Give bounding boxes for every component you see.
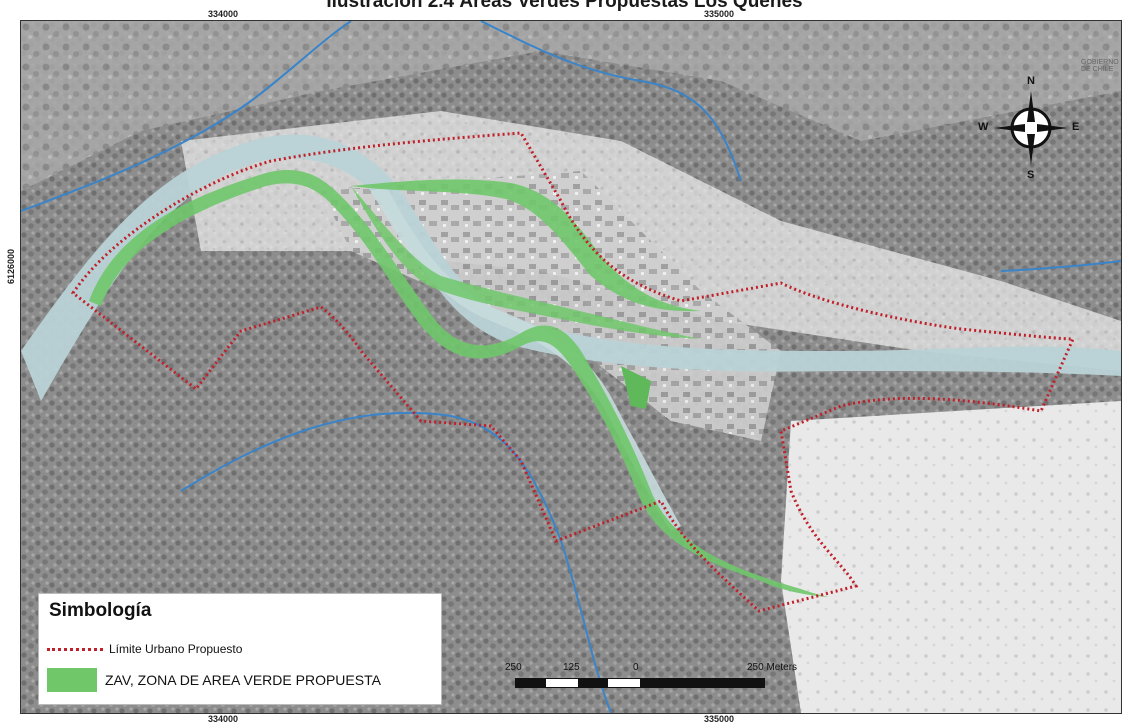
legend-box: Simbología Límite Urbano Propuesto ZAV, … [38,593,442,705]
compass-east-label: E [1072,121,1080,133]
urban-limit-boundary [70,131,1076,613]
scale-label-250-right-value: 250 [747,662,764,673]
compass-north-label: N [1027,75,1035,87]
green-swatch-symbol [47,668,97,692]
field-southeast [781,401,1121,713]
x-tick-bottom-1: 334000 [208,714,239,724]
stream-northwest [21,21,352,212]
scale-label-125: 125 [563,662,580,673]
green-zone-river-corridor [89,169,829,598]
legend-item-urban-limit: Límite Urbano Propuesto [47,642,242,656]
legend-title: Simbología [49,600,152,621]
legend-item-green-zone: ZAV, ZONA DE AREA VERDE PROPUESTA [47,668,381,692]
stream-east [1000,260,1121,272]
green-zone-north-strip [351,179,701,312]
compass-west-label: W [978,121,989,133]
map-title: Ilustración 2.4 Áreas Verdes Propuestas … [326,0,803,12]
scale-label-250-right: 250 Meters [747,662,797,673]
legend-label-urban-limit: Límite Urbano Propuesto [109,642,243,656]
x-tick-top-1: 334000 [208,9,239,19]
secondary-river [371,186,681,531]
north-arrow: N S E W [976,73,1086,183]
compass-rose-icon [994,91,1068,165]
y-tick-left: 6126000 [6,248,16,284]
stream-north [480,21,742,182]
compass-south-label: S [1027,169,1035,181]
dotted-line-symbol [47,647,103,651]
scale-unit: Meters [766,662,798,673]
stream-south [180,411,612,713]
watermark: GOBIERNO DE CHILE [1081,59,1119,73]
legend-label-green-zone: ZAV, ZONA DE AREA VERDE PROPUESTA [105,672,381,688]
x-tick-bottom-2: 335000 [704,714,735,724]
green-zone-triangle [621,366,651,409]
green-zone-inner-strip [351,186,701,339]
x-tick-top-2: 335000 [704,9,735,19]
scale-label-0: 0 [633,662,639,673]
scale-label-250-left: 250 [505,662,522,673]
scale-bar-segments [515,678,765,688]
